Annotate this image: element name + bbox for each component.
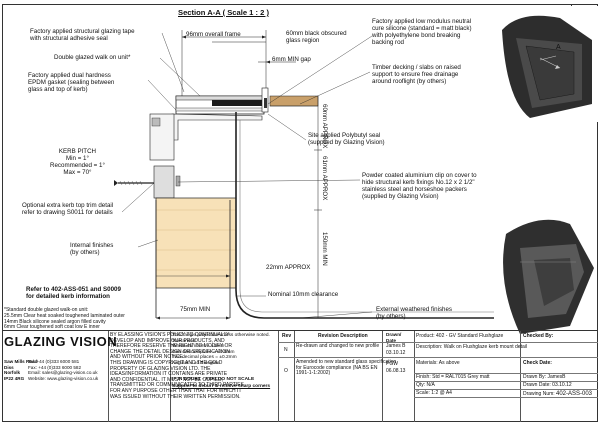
- revision-row-rev: N: [284, 347, 288, 353]
- company-address: Saw Mills Road Diss Norfolk IP22 4RG: [4, 359, 38, 381]
- revision-row-desc: Amended to new standard glass specificat…: [296, 359, 397, 377]
- drawing-num-value: 402-ASS-003: [556, 391, 593, 397]
- materials-field: Materials: As above: [416, 360, 460, 366]
- annotation-external-finishes: External weathered finishes (by others): [376, 306, 453, 320]
- section-title: Section A-A ( Scale 1 : 2 ): [178, 8, 270, 17]
- dimension-150mm-min: 150mm MIN: [321, 232, 328, 266]
- annotation-clearance: Nominal 10mm clearance: [268, 291, 339, 298]
- company-logo: GLAZING VISION: [4, 334, 118, 349]
- annotation-kerb-pitch: KERB PITCH Min = 1° Recommended = 1° Max…: [50, 148, 105, 176]
- do-not-scale-note: IF IN DOUBT - ASK! DO NOT SCALE: [172, 377, 255, 382]
- annotation-75mm-min: 75mm MIN: [180, 306, 211, 313]
- description-field: Description: Walk on Flushglaze kerb mou…: [416, 344, 527, 350]
- revision-description-header: Revision Description: [318, 333, 368, 339]
- check-date-field: Check Date:: [523, 360, 552, 366]
- drawn-by-field: Drawn By: JamesB: [523, 374, 566, 380]
- drawing-num-label: Drawing Num:: [523, 391, 555, 397]
- revision-row-by: James B: [386, 343, 406, 349]
- product-field: Product: 402 - GV Standard Flushglaze: [416, 333, 504, 339]
- thumbnail-corner-top: [500, 6, 598, 122]
- annotation-glazing-tape: Factory applied structural glazing tape …: [30, 28, 135, 42]
- dimension-61mm-approx: 61mm APPROX: [321, 156, 328, 201]
- checked-by-field: Checked By:: [523, 333, 554, 339]
- finish-field: Finish: Std = RAL7015 Grey matt: [416, 374, 490, 380]
- annotation-epdm: Factory applied dual hardness EPDM gaske…: [28, 72, 115, 93]
- thumbnail-corner-bottom: [503, 219, 594, 334]
- timber-kerb: [155, 197, 237, 289]
- drawn-date-field: Drawn Date: 03.10.12: [523, 382, 572, 388]
- annotation-powder-coated: Powder coated aluminium clip on cover to…: [362, 172, 477, 200]
- annotation-kerb-trim: Optional extra kerb top trim detail refe…: [22, 202, 114, 216]
- revision-row-date: 03.10.12: [386, 350, 406, 356]
- deburr-note: Supplier to deburr & remove sharp corner…: [172, 384, 271, 389]
- standard-unit-note: *Standard double glazed walk-on unit: 25…: [4, 307, 125, 331]
- revision-row-rev: O: [284, 368, 288, 374]
- annotation-black-glass: 60mm black obscured glass region: [286, 30, 347, 44]
- qty-field: Qty: N/A: [416, 382, 435, 388]
- section-mark-a: A: [556, 44, 561, 51]
- legal-notice: BY ELASSING VISION'S POLICY TO CONTINUAL…: [110, 332, 244, 400]
- revision-row-by: PGW: [386, 361, 398, 367]
- annotation-internal-finishes: Internal finishes (by others): [70, 242, 114, 256]
- annotation-double-glazed: Double glazed walk on unit*: [54, 54, 131, 61]
- drawn-date-header: Drawn/ Date: [386, 332, 402, 343]
- scale-field: Scale: 1:2 @ A4: [416, 390, 452, 396]
- annotation-silicone: Factory applied low modulus neutral cure…: [372, 18, 472, 46]
- title-block: GLAZING VISION Saw Mills Road Diss Norfo…: [2, 330, 598, 422]
- annotation-22mm-approx: 22mm APPROX: [266, 264, 311, 271]
- annotation-min-gap: 6mm MIN gap: [272, 56, 311, 63]
- annotation-polybutyl: Site applied Polybutyl seal (supplied by…: [308, 132, 385, 146]
- revision-row-desc: Re-drawn and changed to new profile: [296, 343, 380, 349]
- annotation-overall-frame: 96mm overall frame: [186, 31, 241, 38]
- rev-header: Rev: [282, 333, 292, 339]
- revision-row-date: 06.08.13: [386, 368, 406, 374]
- sheet-frame: [2, 4, 598, 422]
- annotation-timber-decking: Timber decking / slabs on raised support…: [372, 64, 461, 85]
- company-contact: Tel: +44 (0)333 6000 581 Fax: +44 (0)333…: [28, 359, 99, 381]
- annotation-refer-kerb: Refer to 402-ASS-051 and S0009 for detai…: [26, 286, 121, 300]
- dimension-60mm-approx: 60mm APPROX: [321, 104, 328, 149]
- tolerances-note: Third angle projection unless otherwise …: [172, 333, 270, 366]
